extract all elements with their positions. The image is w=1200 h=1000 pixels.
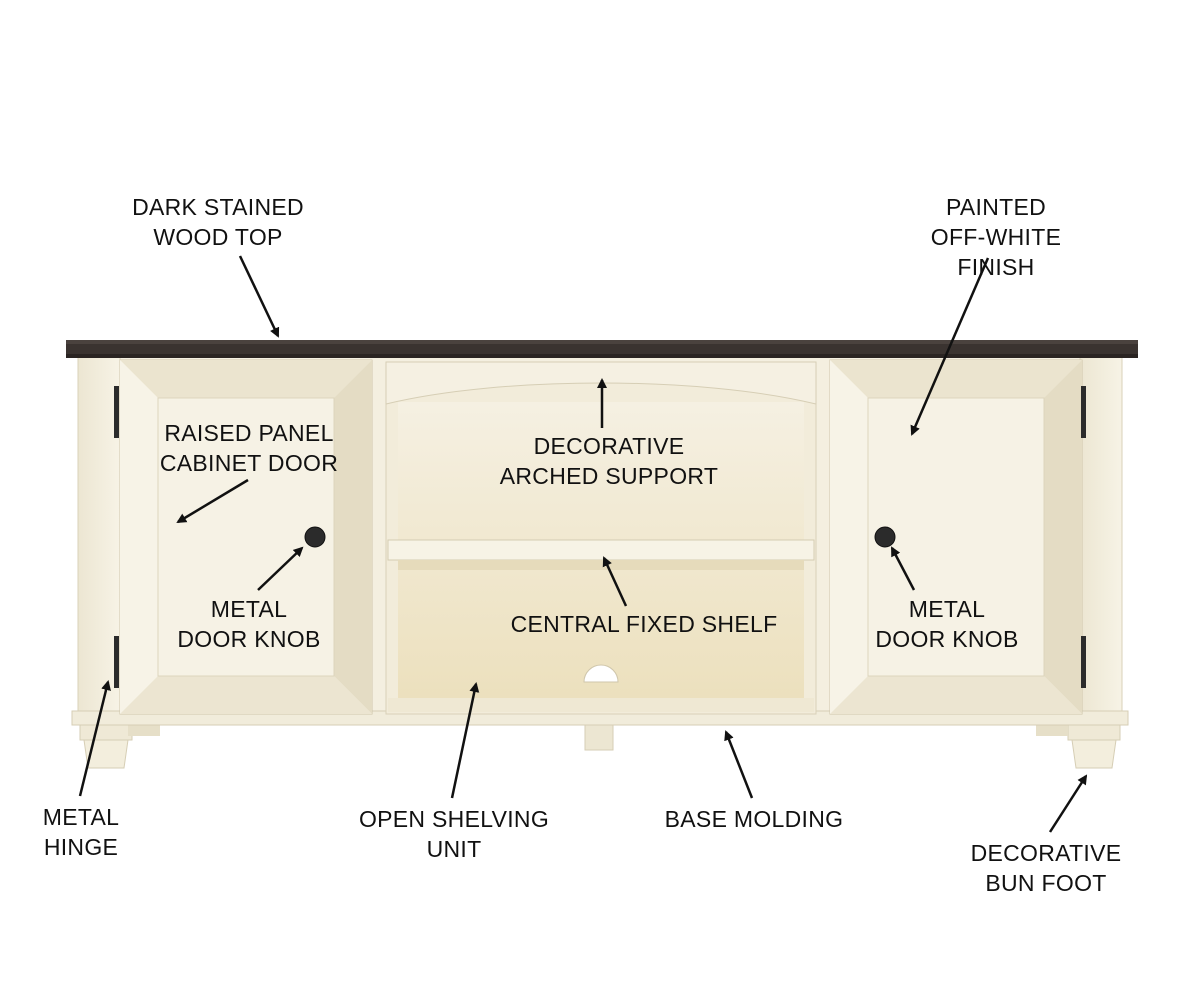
door-knob-left: [304, 526, 326, 548]
callout-arrow-icon: [78, 680, 111, 797]
callout-arrow-icon: [1048, 774, 1088, 833]
callout-arrow-icon: [176, 478, 249, 524]
label-metal-hinge: METAL HINGE: [42, 804, 120, 860]
center-leg: [584, 723, 614, 751]
label-raised-panel-cabinet-door: RAISED PANEL CABINET DOOR: [159, 420, 339, 476]
label-decorative-arched-support: DECORATIVE ARCHED SUPPORT: [499, 433, 719, 489]
label-metal-door-knob-left: METAL DOOR KNOB: [177, 596, 321, 652]
right-cabinet-door: [829, 359, 1083, 715]
callout-arrow-icon: [238, 255, 280, 338]
label-dark-stained-wood-top: DARK STAINED WOOD TOP: [132, 194, 304, 250]
door-knob-right: [874, 526, 896, 548]
label-central-fixed-shelf: CENTRAL FIXED SHELF: [510, 611, 778, 637]
label-base-molding: BASE MOLDING: [664, 806, 844, 832]
bun-foot-right: [1067, 721, 1121, 769]
label-open-shelving-unit: OPEN SHELVING UNIT: [358, 806, 550, 862]
callout-arrow-icon: [257, 546, 304, 591]
open-shelving-unit: [385, 361, 817, 715]
metal-hinges: [114, 386, 1086, 688]
callout-arrow-icon: [602, 556, 628, 607]
wood-top: [66, 340, 1138, 358]
callout-arrow-icon: [450, 682, 480, 799]
left-cabinet-door: [119, 359, 373, 715]
callout-arrow-icon: [910, 257, 990, 436]
label-decorative-bun-foot: DECORATIVE BUN FOOT: [970, 840, 1122, 896]
bun-foot-left: [79, 721, 133, 769]
label-metal-door-knob-right: METAL DOOR KNOB: [875, 596, 1019, 652]
label-painted-off-white-finish: PAINTED OFF-WHITE FINISH: [930, 194, 1062, 280]
callout-arrows: [78, 255, 1088, 833]
callout-arrow-icon: [724, 730, 754, 799]
side-post-left: [77, 355, 121, 717]
side-post-right: [1079, 355, 1123, 717]
callout-arrow-icon: [890, 546, 916, 591]
